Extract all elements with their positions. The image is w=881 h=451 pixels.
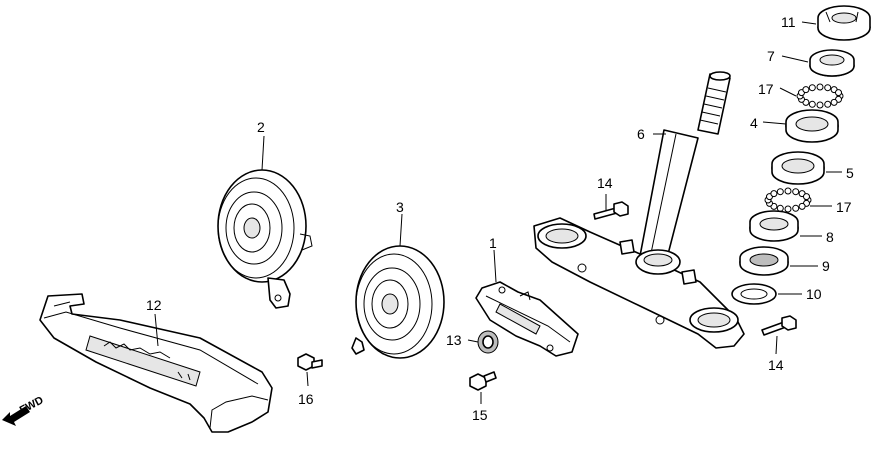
ball-race-upper-part <box>785 109 839 143</box>
callout-10: 10 <box>806 286 822 302</box>
stem-nut-part <box>817 5 871 41</box>
bolt-16-part <box>297 353 323 371</box>
steel-balls-upper-part <box>796 83 844 109</box>
horn-bracket-part <box>475 281 579 357</box>
cone-race-lower-part <box>749 210 799 242</box>
fwd-label: FWD <box>18 394 46 416</box>
horn-lower-part <box>351 245 445 359</box>
callout-14-upper: 14 <box>597 175 613 191</box>
fwd-arrow: FWD <box>2 394 46 426</box>
grommet-part <box>477 330 499 354</box>
callout-14-lower: 14 <box>768 357 784 373</box>
callout-17-upper: 17 <box>758 81 774 97</box>
front-cover-part <box>39 293 273 433</box>
dust-seal-part <box>739 246 789 276</box>
callout-8: 8 <box>826 229 834 245</box>
callout-labels: 2 3 1 12 13 16 15 14 14 6 11 7 17 4 5 17… <box>146 14 854 423</box>
steel-balls-lower-part <box>764 187 812 213</box>
callout-4: 4 <box>750 115 758 131</box>
callout-13: 13 <box>446 332 462 348</box>
callout-11: 11 <box>781 14 796 30</box>
callout-17-lower: 17 <box>836 199 852 215</box>
leader-lines <box>154 21 842 404</box>
callout-16: 16 <box>298 391 314 407</box>
bolt-15-part <box>469 371 497 391</box>
callout-7: 7 <box>767 48 775 64</box>
callout-6: 6 <box>637 126 645 142</box>
callout-15: 15 <box>472 407 488 423</box>
callout-1: 1 <box>489 235 497 251</box>
callout-12: 12 <box>146 297 162 313</box>
steering-stem-part <box>533 71 745 349</box>
callout-3: 3 <box>396 199 404 215</box>
callout-5: 5 <box>846 165 854 181</box>
cone-race-upper-part <box>809 49 855 77</box>
bolt-14-upper-part <box>593 201 629 220</box>
ball-race-lower-part <box>771 151 825 185</box>
callout-2: 2 <box>257 119 265 135</box>
horn-upper-part <box>217 169 313 309</box>
washer-part <box>731 283 777 305</box>
bolt-14-lower-part <box>761 315 797 336</box>
callout-9: 9 <box>822 258 830 274</box>
